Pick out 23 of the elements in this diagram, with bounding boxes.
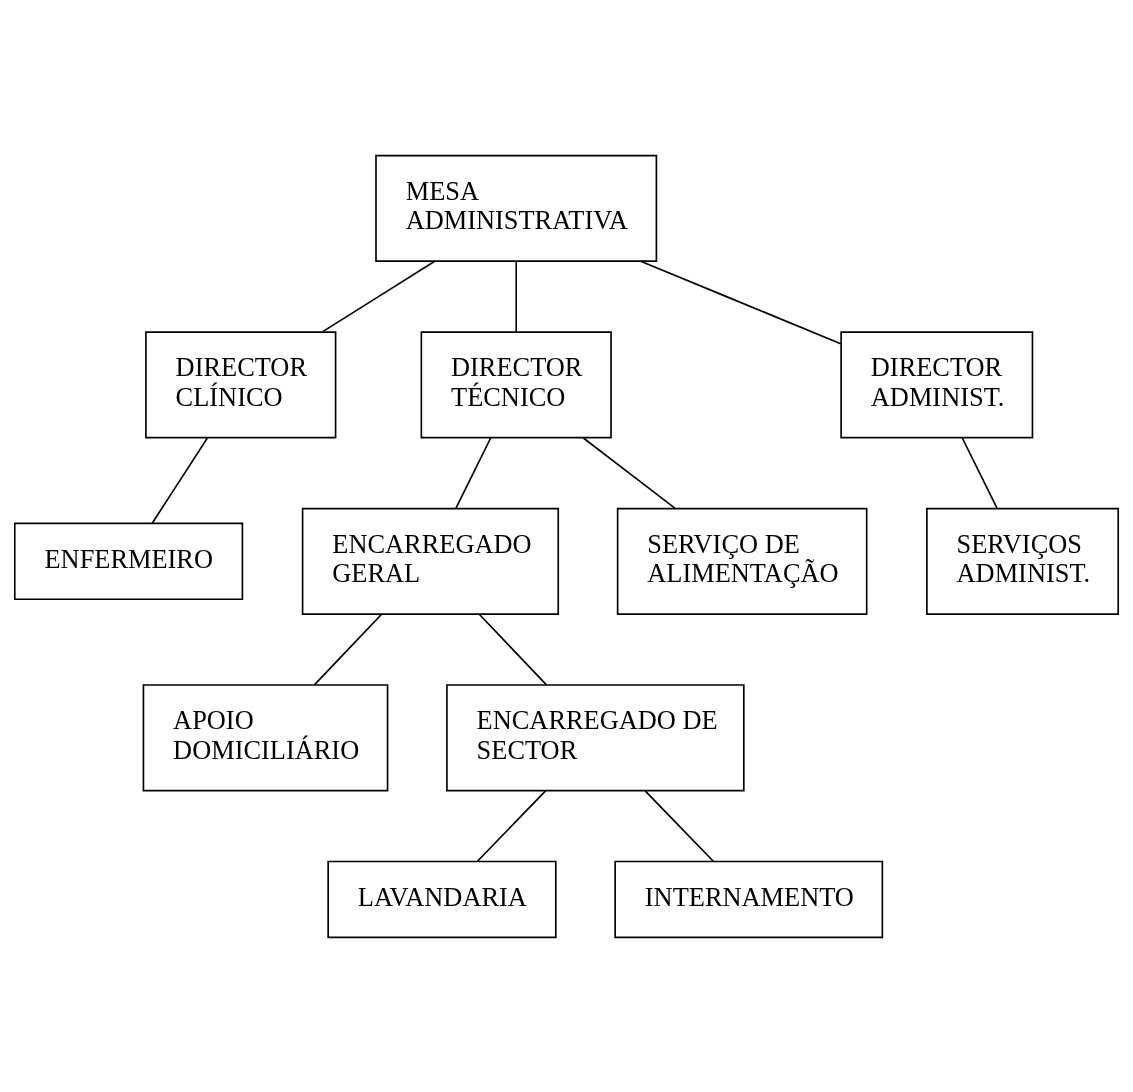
connector [582,436,676,509]
node-box: LAVANDARIA [327,860,557,938]
connector [478,613,548,685]
connector [455,436,492,509]
node-box: DIRECTOR CLÍNICO [145,330,337,438]
node-box: ENCARREGADO GERAL [301,507,560,615]
connector [639,259,842,344]
node-box: INTERNAMENTO [614,860,884,938]
node-box: ENFERMEIRO [13,522,244,600]
node-box: DIRECTOR ADMINIST. [840,330,1034,438]
connector [961,436,998,509]
node-box: DIRECTOR TÉCNICO [420,330,612,438]
connector [151,436,209,524]
node-box: SERVIÇO DE ALIMENTAÇÃO [616,507,868,615]
connector [476,789,547,862]
node-box: MESA ADMINISTRATIVA [375,154,658,262]
connector [321,260,436,333]
connector [515,260,517,332]
node-box: APOIO DOMICILIÁRIO [142,683,389,791]
node-box: ENCARREGADO DE SECTOR [446,683,745,791]
node-box: SERVIÇOS ADMINIST. [926,507,1120,615]
connector [313,613,383,685]
connector [644,789,715,862]
